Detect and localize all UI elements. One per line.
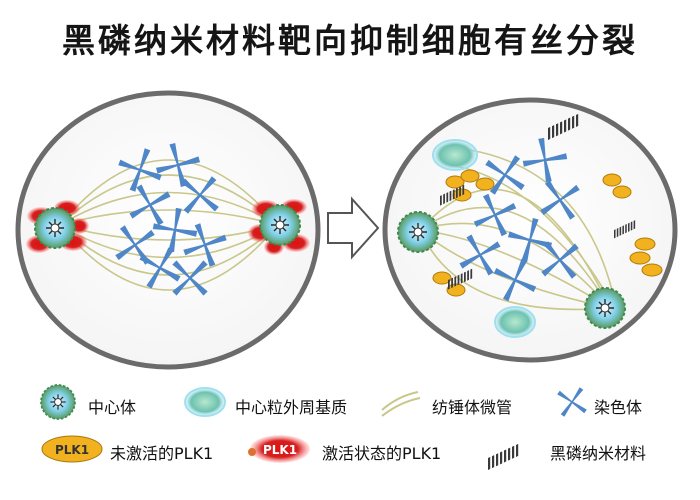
legend-label-plk1-active: 激活状态的PLK1 [322, 444, 442, 463]
legend-plk1-active-badge-text: PLK1 [263, 443, 297, 457]
transition-arrow [327, 196, 380, 260]
right-centrosome-left [397, 211, 439, 253]
legend-chromosome-icon [549, 379, 595, 425]
legend-label-chromosome: 染色体 [594, 398, 643, 417]
legend-plk1-active-icon: PLK1 [248, 435, 310, 463]
legend-label-bp-nano: 黑磷纳米材料 [550, 444, 647, 463]
legend-spindle-icon [381, 391, 421, 417]
legend-label-centrosome: 中心体 [88, 398, 137, 417]
legend-symbols: PLK1 PLK1 [40, 379, 595, 470]
right-pcm-1 [432, 139, 536, 338]
legend-label-plk1-inactive: 未激活的PLK1 [110, 444, 214, 463]
legend-label-pcm: 中心粒外周基质 [235, 398, 348, 417]
legend-centrosome-icon [40, 384, 76, 420]
left-centrosome-active-1 [26, 200, 89, 253]
right-centrosome-bottom [584, 287, 626, 329]
right-cell [382, 97, 678, 363]
legend-plk1-inactive-badge-text: PLK1 [55, 443, 89, 457]
legend-label-spindle: 纺锤体微管 [432, 398, 513, 417]
left-centrosome-active-2 [248, 199, 310, 255]
left-cell [15, 90, 321, 370]
legend-plk1-inactive-icon: PLK1 [41, 435, 103, 463]
figure-title: 黑磷纳米材料靶向抑制细胞有丝分裂 [62, 21, 638, 60]
right-plk1-inactive-cluster [432, 169, 663, 297]
legend-bp-nano-icon [488, 443, 519, 470]
legend-pcm-icon [184, 387, 226, 417]
